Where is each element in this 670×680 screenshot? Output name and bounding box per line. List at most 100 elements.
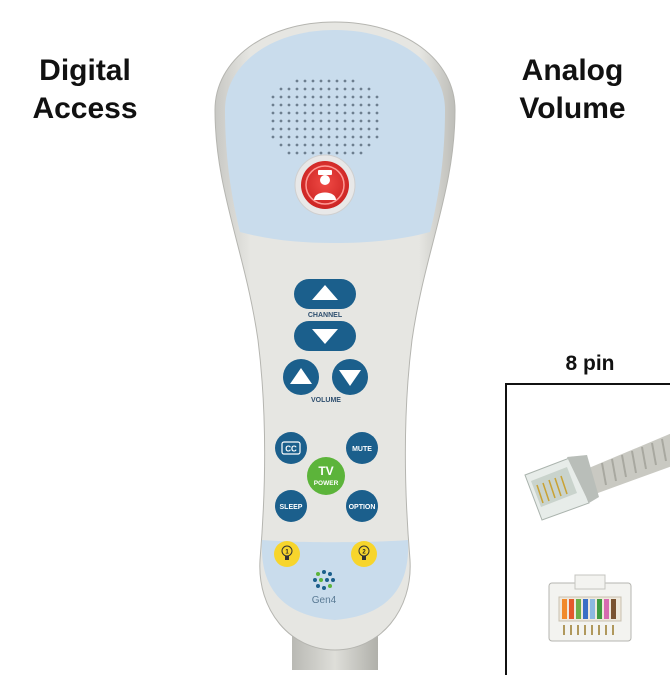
lightbulb-icon <box>358 545 370 560</box>
chevron-down-icon <box>312 329 338 344</box>
grille-hole <box>279 127 283 131</box>
analog-volume-label: Analog Volume <box>519 54 626 125</box>
dots-icon <box>313 570 335 590</box>
grille-hole <box>327 103 331 107</box>
grille-hole <box>287 103 291 107</box>
grille-hole <box>327 111 331 115</box>
volume-down-button[interactable] <box>283 359 319 395</box>
grille-hole <box>287 127 291 131</box>
rj45-plug-front <box>548 574 632 642</box>
option-button[interactable]: OPTION <box>346 490 378 522</box>
grille-hole <box>351 111 355 115</box>
grille-hole <box>271 103 275 107</box>
grille-hole <box>375 119 379 123</box>
grille-hole <box>319 135 323 139</box>
grille-hole <box>351 135 355 139</box>
grille-hole <box>367 103 371 107</box>
mute-button[interactable]: MUTE <box>346 432 378 464</box>
gen4-logo: Gen4 <box>312 570 337 606</box>
channel-label: CHANNEL <box>308 312 343 319</box>
grille-hole <box>359 151 363 155</box>
speaker-panel <box>225 30 445 243</box>
nurse-call-button[interactable] <box>294 154 356 216</box>
grille-hole <box>327 143 331 147</box>
grille-hole <box>319 151 323 155</box>
grille-hole <box>319 143 323 147</box>
light-2-button[interactable]: 2 <box>351 541 377 567</box>
grille-hole <box>367 95 371 99</box>
grille-hole <box>295 119 299 123</box>
grille-hole <box>343 95 347 99</box>
light-2-label: 2 <box>362 550 366 556</box>
grille-hole <box>327 79 331 83</box>
sleep-button[interactable]: SLEEP <box>275 490 307 522</box>
grille-hole <box>351 87 355 91</box>
grille-hole <box>295 103 299 107</box>
grille-hole <box>287 111 291 115</box>
grille-hole <box>367 135 371 139</box>
grille-hole <box>303 87 307 91</box>
grille-hole <box>359 135 363 139</box>
grille-hole <box>319 79 323 83</box>
grille-hole <box>295 151 299 155</box>
grille-hole <box>311 127 315 131</box>
pin-wires <box>562 599 616 619</box>
channel-up-button[interactable] <box>294 279 356 309</box>
nurse-icon <box>314 170 336 200</box>
grille-hole <box>351 119 355 123</box>
grille-hole <box>327 87 331 91</box>
tv-power-button[interactable]: TV POWER <box>307 457 345 495</box>
grille-hole <box>279 111 283 115</box>
grille-hole <box>303 103 307 107</box>
grille-hole <box>335 103 339 107</box>
grille-hole <box>287 87 291 91</box>
grille-hole <box>359 87 363 91</box>
lightbulb-icon <box>281 545 293 560</box>
grille-hole <box>343 103 347 107</box>
grille-hole <box>375 135 379 139</box>
cc-label: CC <box>285 445 297 454</box>
grille-hole <box>335 151 339 155</box>
grille-hole <box>311 95 315 99</box>
grille-hole <box>311 119 315 123</box>
grille-hole <box>367 119 371 123</box>
grille-hole <box>359 111 363 115</box>
grille-hole <box>327 119 331 123</box>
grille-hole <box>343 135 347 139</box>
grille-hole <box>271 135 275 139</box>
grille-hole <box>319 87 323 91</box>
grille-hole <box>295 135 299 139</box>
grille-hole <box>279 87 283 91</box>
volume-up-button[interactable] <box>332 359 368 395</box>
grille-hole <box>303 119 307 123</box>
grille-hole <box>303 143 307 147</box>
grille-hole <box>359 95 363 99</box>
cc-button[interactable]: CC <box>275 432 307 464</box>
channel-down-button[interactable] <box>294 321 356 351</box>
grille-hole <box>279 135 283 139</box>
power-label: POWER <box>314 480 339 487</box>
grille-hole <box>327 95 331 99</box>
grille-hole <box>319 95 323 99</box>
grille-hole <box>303 127 307 131</box>
grille-hole <box>367 87 371 91</box>
grille-hole <box>359 119 363 123</box>
volume-up-icon <box>339 370 361 386</box>
grille-hole <box>295 111 299 115</box>
grille-hole <box>367 111 371 115</box>
grille-hole <box>375 95 379 99</box>
grille-hole <box>343 127 347 131</box>
grille-hole <box>295 95 299 99</box>
grille-hole <box>303 151 307 155</box>
grille-hole <box>271 95 275 99</box>
grille-hole <box>279 103 283 107</box>
grille-hole <box>367 127 371 131</box>
grille-hole <box>287 143 291 147</box>
grille-hole <box>351 103 355 107</box>
light-1-button[interactable]: 1 <box>274 541 300 567</box>
pin-count-label: 8 pin <box>565 352 615 375</box>
option-label: OPTION <box>349 504 376 511</box>
grille-hole <box>343 111 347 115</box>
digital-access-label: Digital Access <box>32 54 138 125</box>
grille-hole <box>279 143 283 147</box>
